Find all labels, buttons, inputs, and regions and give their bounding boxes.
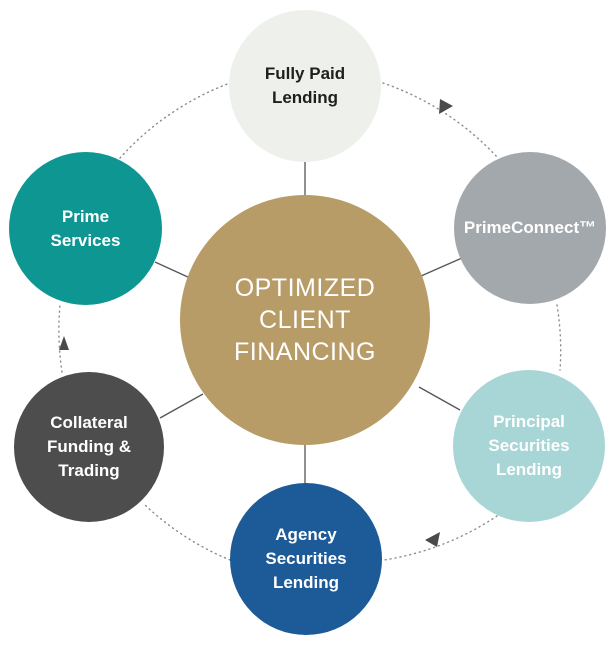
node-fully-paid-lending: Fully Paid Lending xyxy=(229,10,381,162)
dotted-ring xyxy=(58,82,562,561)
ring-arc-bottom-right xyxy=(383,515,498,561)
spoke-upper-left xyxy=(154,261,191,279)
node-label-line: Lending xyxy=(495,460,563,479)
node-label-line: PrimeConnect™ xyxy=(463,218,597,237)
center-label-line: CLIENT xyxy=(259,306,351,334)
node-label-line: Collateral xyxy=(50,413,128,432)
center-label-line: FINANCING xyxy=(234,338,376,366)
node-label-line: Prime xyxy=(61,206,110,226)
ring-arc-top-left xyxy=(119,82,231,159)
direction-arrows xyxy=(59,99,453,547)
node-label-line: Services xyxy=(50,230,121,250)
node-label-line: Lending xyxy=(272,573,340,592)
ring-arc-bottom-left xyxy=(144,504,231,561)
ring-arc-right xyxy=(556,304,562,371)
spoke-upper-right xyxy=(420,257,463,277)
spoke-lower-left xyxy=(159,393,204,419)
center-circle: OPTIMIZED CLIENT FINANCING xyxy=(180,195,430,445)
node-label-line: Trading xyxy=(58,461,120,480)
spoke-lower-right xyxy=(418,386,461,411)
node-collateral-funding-trading: Collateral Funding & Trading xyxy=(14,372,164,522)
arrow-top-right-icon xyxy=(439,99,453,114)
arrow-left-icon xyxy=(59,336,69,350)
node-label-line: Funding & xyxy=(46,437,132,456)
node-prime-services: Prime Services xyxy=(9,152,162,305)
node-label-line: Fully Paid xyxy=(264,64,346,83)
arrow-bottom-right-icon xyxy=(425,532,440,547)
node-label-line: Lending xyxy=(271,88,339,107)
node-label-line: Principal xyxy=(493,412,565,431)
ring-arc-top-right xyxy=(382,82,499,159)
node-primeconnect: PrimeConnect™ xyxy=(454,152,606,304)
node-principal-securities-lending: Principal Securities Lending xyxy=(453,370,605,522)
spokes xyxy=(154,162,463,484)
node-label-line: Agency xyxy=(275,525,337,544)
node-agency-securities-lending: Agency Securities Lending xyxy=(230,483,382,635)
node-label-line: Securities xyxy=(488,436,570,455)
center-label-line: OPTIMIZED xyxy=(234,274,376,302)
node-label-line: Securities xyxy=(265,549,347,568)
ring-arc-left xyxy=(58,304,63,373)
